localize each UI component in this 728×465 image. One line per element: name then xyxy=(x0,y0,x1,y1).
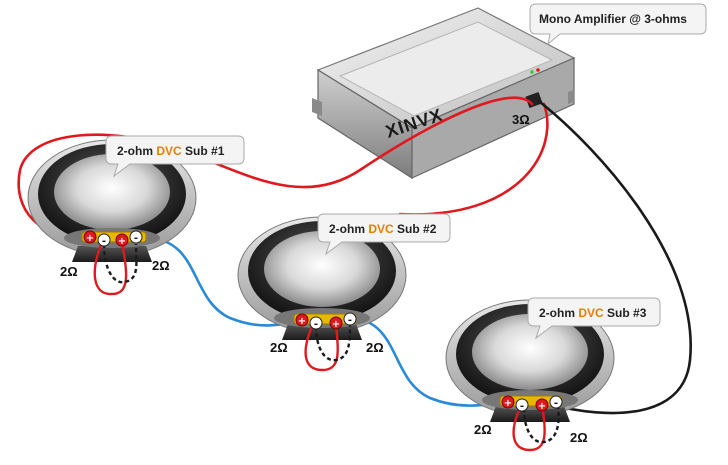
callout-sub-2: 2-ohm DVC Sub #2 xyxy=(317,213,451,256)
subwoofer-3-coil-a-impedance: 2Ω xyxy=(474,422,492,437)
svg-text:-: - xyxy=(102,236,106,247)
amplifier-label: Mono Amplifier @ 3-ohms xyxy=(539,12,687,26)
svg-text:+: + xyxy=(332,319,340,330)
svg-text:-: - xyxy=(348,315,352,326)
svg-text:+: + xyxy=(504,398,512,409)
subwoofer-2-coil-b-impedance: 2Ω xyxy=(366,340,384,355)
callout-amplifier: Mono Amplifier @ 3-ohms xyxy=(529,3,707,46)
subwoofer-3 xyxy=(445,299,615,422)
subwoofer-2 xyxy=(237,216,407,340)
subwoofer-2-coil-a-impedance: 2Ω xyxy=(270,340,288,355)
subwoofer-2-terminals: + - + - xyxy=(295,312,357,330)
subwoofer-2-coil-jumpers xyxy=(304,321,352,372)
subwoofer-1-label: 2-ohm DVC Sub #1 xyxy=(117,144,225,158)
subwoofer-3-coil-jumpers xyxy=(512,403,560,452)
subwoofer-3-terminals: + - + - xyxy=(501,395,563,412)
svg-text:-: - xyxy=(554,398,558,409)
subwoofer-1-terminals: + - + - xyxy=(83,230,143,247)
subwoofer-1-coil-a-impedance: 2Ω xyxy=(60,264,78,279)
amplifier-output-impedance: 3Ω xyxy=(512,112,530,127)
svg-text:+: + xyxy=(298,316,306,327)
subwoofer-1-coil-b-impedance: 2Ω xyxy=(152,258,170,273)
subwoofer-3-label: 2-ohm DVC Sub #3 xyxy=(539,306,647,320)
svg-text:-: - xyxy=(314,319,318,330)
subwoofer-1-coil-jumpers xyxy=(93,239,138,296)
amplifier xyxy=(312,7,576,180)
svg-text:-: - xyxy=(520,401,524,412)
svg-text:-: - xyxy=(134,233,138,244)
subwoofer-2-label: 2-ohm DVC Sub #2 xyxy=(329,222,437,236)
svg-text:+: + xyxy=(538,401,546,412)
subwoofer-1 xyxy=(27,139,197,262)
callout-sub-3: 2-ohm DVC Sub #3 xyxy=(527,297,661,340)
callout-sub-1: 2-ohm DVC Sub #1 xyxy=(105,135,245,178)
svg-text:+: + xyxy=(86,233,94,244)
svg-text:+: + xyxy=(118,236,126,247)
subwoofer-3-coil-b-impedance: 2Ω xyxy=(570,430,588,445)
